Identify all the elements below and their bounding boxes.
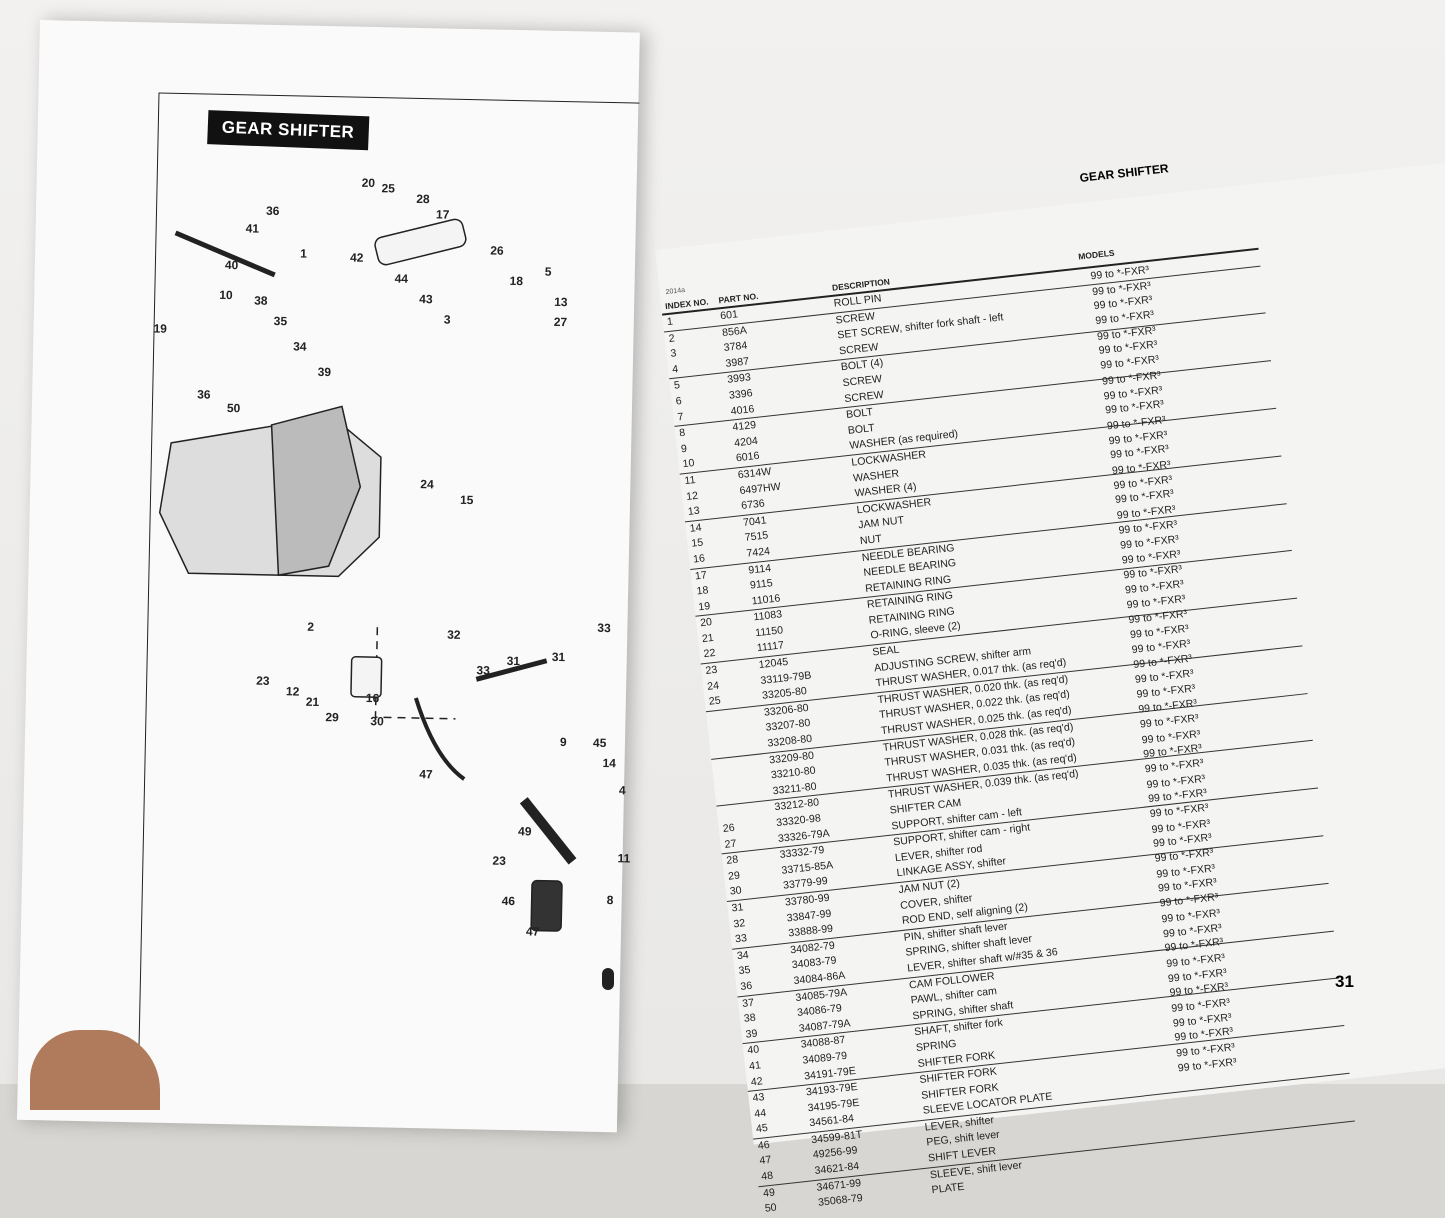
callout-label: 17 [436, 207, 450, 221]
callout-label: 19 [153, 321, 167, 335]
callout-label: 16 [366, 691, 380, 705]
shifter-cam [374, 218, 467, 266]
callout-label: 50 [227, 401, 241, 415]
callout-label: 25 [381, 181, 395, 195]
callout-label: 34 [293, 339, 307, 353]
callout-label: 49 [518, 824, 532, 838]
callout-label: 27 [554, 315, 568, 329]
diagram-title: GEAR SHIFTER [207, 110, 369, 151]
callout-label: 21 [306, 695, 320, 709]
callout-label: 20 [362, 176, 376, 190]
callout-label: 13 [554, 295, 568, 309]
callout-label: 8 [607, 893, 614, 907]
callout-label: 2 [307, 620, 314, 634]
callout-label: 31 [507, 654, 521, 668]
callout-label: 23 [492, 854, 506, 868]
callout-label: 5 [545, 265, 552, 279]
callout-label: 38 [254, 294, 268, 308]
callout-label: 14 [602, 756, 616, 770]
callout-label: 47 [526, 924, 540, 938]
callout-label: 46 [502, 894, 516, 908]
callout-label: 15 [460, 493, 474, 507]
callout-label: 10 [219, 288, 233, 302]
callout-label: 36 [197, 387, 211, 401]
shift-peg [530, 879, 563, 932]
callout-label: 28 [416, 192, 430, 206]
callout-label: 47 [419, 767, 433, 781]
header-index: INDEX NO. [664, 296, 709, 312]
shift-lever [413, 697, 466, 781]
callout-label: 9 [560, 735, 567, 749]
callout-label: 41 [246, 221, 260, 235]
shifter-cover [350, 656, 383, 698]
page-code: 2014a [665, 286, 686, 297]
callout-label: 3 [444, 313, 451, 327]
linkage-rod [475, 658, 548, 682]
callout-label: 4 [619, 783, 626, 797]
callout-label: 29 [325, 710, 339, 724]
callout-label: 31 [552, 650, 566, 664]
callout-label: 23 [256, 674, 270, 688]
callout-label: 43 [419, 292, 433, 306]
callout-label: 33 [597, 621, 611, 635]
shifter-shaft [519, 797, 577, 865]
callout-label: 40 [225, 258, 239, 272]
callout-label: 32 [447, 628, 461, 642]
callout-label: 26 [490, 243, 504, 257]
callout-label: 42 [350, 251, 364, 265]
callout-label: 44 [395, 271, 409, 285]
callout-label: 1 [300, 247, 307, 261]
callout-label: 33 [476, 663, 490, 677]
parts-list-page: GEAR SHIFTER 2014a MODELS INDEX NO. PART… [655, 161, 1445, 1215]
callout-label: 36 [266, 204, 280, 218]
callout-label: 30 [370, 714, 384, 728]
page-number: 31 [1335, 972, 1354, 991]
callout-label: 18 [509, 274, 523, 288]
callout-label: 24 [420, 477, 434, 491]
shifter-fork-shaft [174, 230, 276, 278]
callout-label: 39 [318, 365, 332, 379]
callout-label: 11 [617, 851, 630, 865]
binding-hole [602, 968, 614, 990]
callout-label: 45 [593, 736, 607, 750]
callout-label: 12 [286, 684, 300, 698]
callout-label: 35 [274, 314, 288, 328]
